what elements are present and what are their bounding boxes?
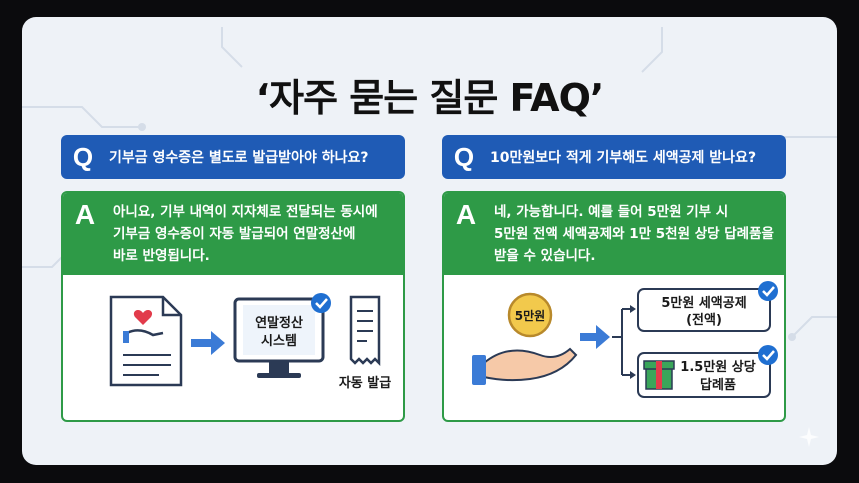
benefit-1-line: (전액) — [686, 312, 722, 328]
monitor-text-line: 시스템 — [261, 334, 297, 349]
page-title: ‘자주 묻는 질문 FAQ’ — [255, 76, 605, 120]
question-text: 기부금 영수증은 별도로 발급받아야 하나요? — [109, 150, 369, 166]
hand-icon — [472, 347, 578, 385]
sparkle-icon — [799, 427, 819, 447]
coin-icon: 5만원 — [507, 292, 553, 338]
answer-line: 기부금 영수증이 자동 발급되어 연말정산에 — [113, 226, 356, 242]
faq-card: ‘자주 묻는 질문 FAQ’ Q 기부금 영수증은 별도로 발급받아야 하나요?… — [22, 17, 837, 465]
monitor-icon: 연말정산 시스템 — [233, 297, 325, 378]
document-icon — [109, 295, 183, 387]
answer-box: A 네, 가능합니다. 예를 들어 5만원 기부 시 5만원 전액 세액공제와 … — [442, 191, 786, 422]
gift-icon — [643, 360, 675, 390]
q-letter: Q — [453, 141, 475, 172]
receipt-icon — [349, 295, 381, 367]
faq-panel-1: Q 기부금 영수증은 별도로 발급받아야 하나요? A 아니요, 기부 내역이 … — [61, 135, 405, 422]
answer-text: 아니요, 기부 내역이 지자체로 전달되는 동시에 기부금 영수증이 자동 발급… — [113, 201, 399, 267]
answer-box: A 아니요, 기부 내역이 지자체로 전달되는 동시에 기부금 영수증이 자동 … — [61, 191, 405, 422]
receipt-illustration: 연말정산 시스템 자동 발급 — [109, 293, 391, 391]
benefit-2-line: 답례품 — [700, 377, 736, 393]
check-icon — [311, 293, 331, 313]
arrow-right-icon — [191, 331, 225, 355]
answer-line: 네, 가능합니다. 예를 들어 5만원 기부 시 — [494, 204, 729, 220]
check-icon — [758, 345, 778, 365]
answer-line: 바로 반영됩니다. — [113, 248, 210, 264]
answer-line: 5만원 전액 세액공제와 1만 5천원 상당 답례품을 — [494, 226, 774, 242]
receipt-label: 자동 발급 — [339, 375, 391, 391]
benefit-illustration: 5만원 5만원 세액공제 (전액) — [472, 281, 778, 398]
q-letter: Q — [72, 141, 94, 172]
answer-line: 아니요, 기부 내역이 지자체로 전달되는 동시에 — [113, 204, 378, 220]
answer-header: A 아니요, 기부 내역이 지자체로 전달되는 동시에 기부금 영수증이 자동 … — [63, 193, 403, 275]
check-icon — [758, 281, 778, 301]
coin-text: 5만원 — [515, 308, 545, 323]
a-letter: A — [74, 199, 96, 230]
a-letter: A — [455, 199, 477, 230]
faq-panel-2: Q 10만원보다 적게 기부해도 세액공제 받나요? A 네, 가능합니다. 예… — [442, 135, 786, 422]
question-text: 10만원보다 적게 기부해도 세액공제 받나요? — [490, 150, 757, 166]
answer-line: 받을 수 있습니다. — [494, 248, 596, 264]
benefit-box-1 — [637, 288, 771, 332]
arrow-right-icon — [580, 325, 610, 349]
benefit-2-line: 1.5만원 상당 — [680, 359, 755, 375]
answer-header: A 네, 가능합니다. 예를 들어 5만원 기부 시 5만원 전액 세액공제와 … — [444, 193, 784, 275]
benefit-1-line: 5만원 세액공제 — [661, 295, 746, 311]
question-bar: Q 10만원보다 적게 기부해도 세액공제 받나요? — [442, 135, 786, 179]
monitor-text-line: 연말정산 — [255, 315, 303, 331]
branch-lines — [612, 308, 634, 376]
question-bar: Q 기부금 영수증은 별도로 발급받아야 하나요? — [61, 135, 405, 179]
answer-text: 네, 가능합니다. 예를 들어 5만원 기부 시 5만원 전액 세액공제와 1만… — [494, 201, 780, 267]
